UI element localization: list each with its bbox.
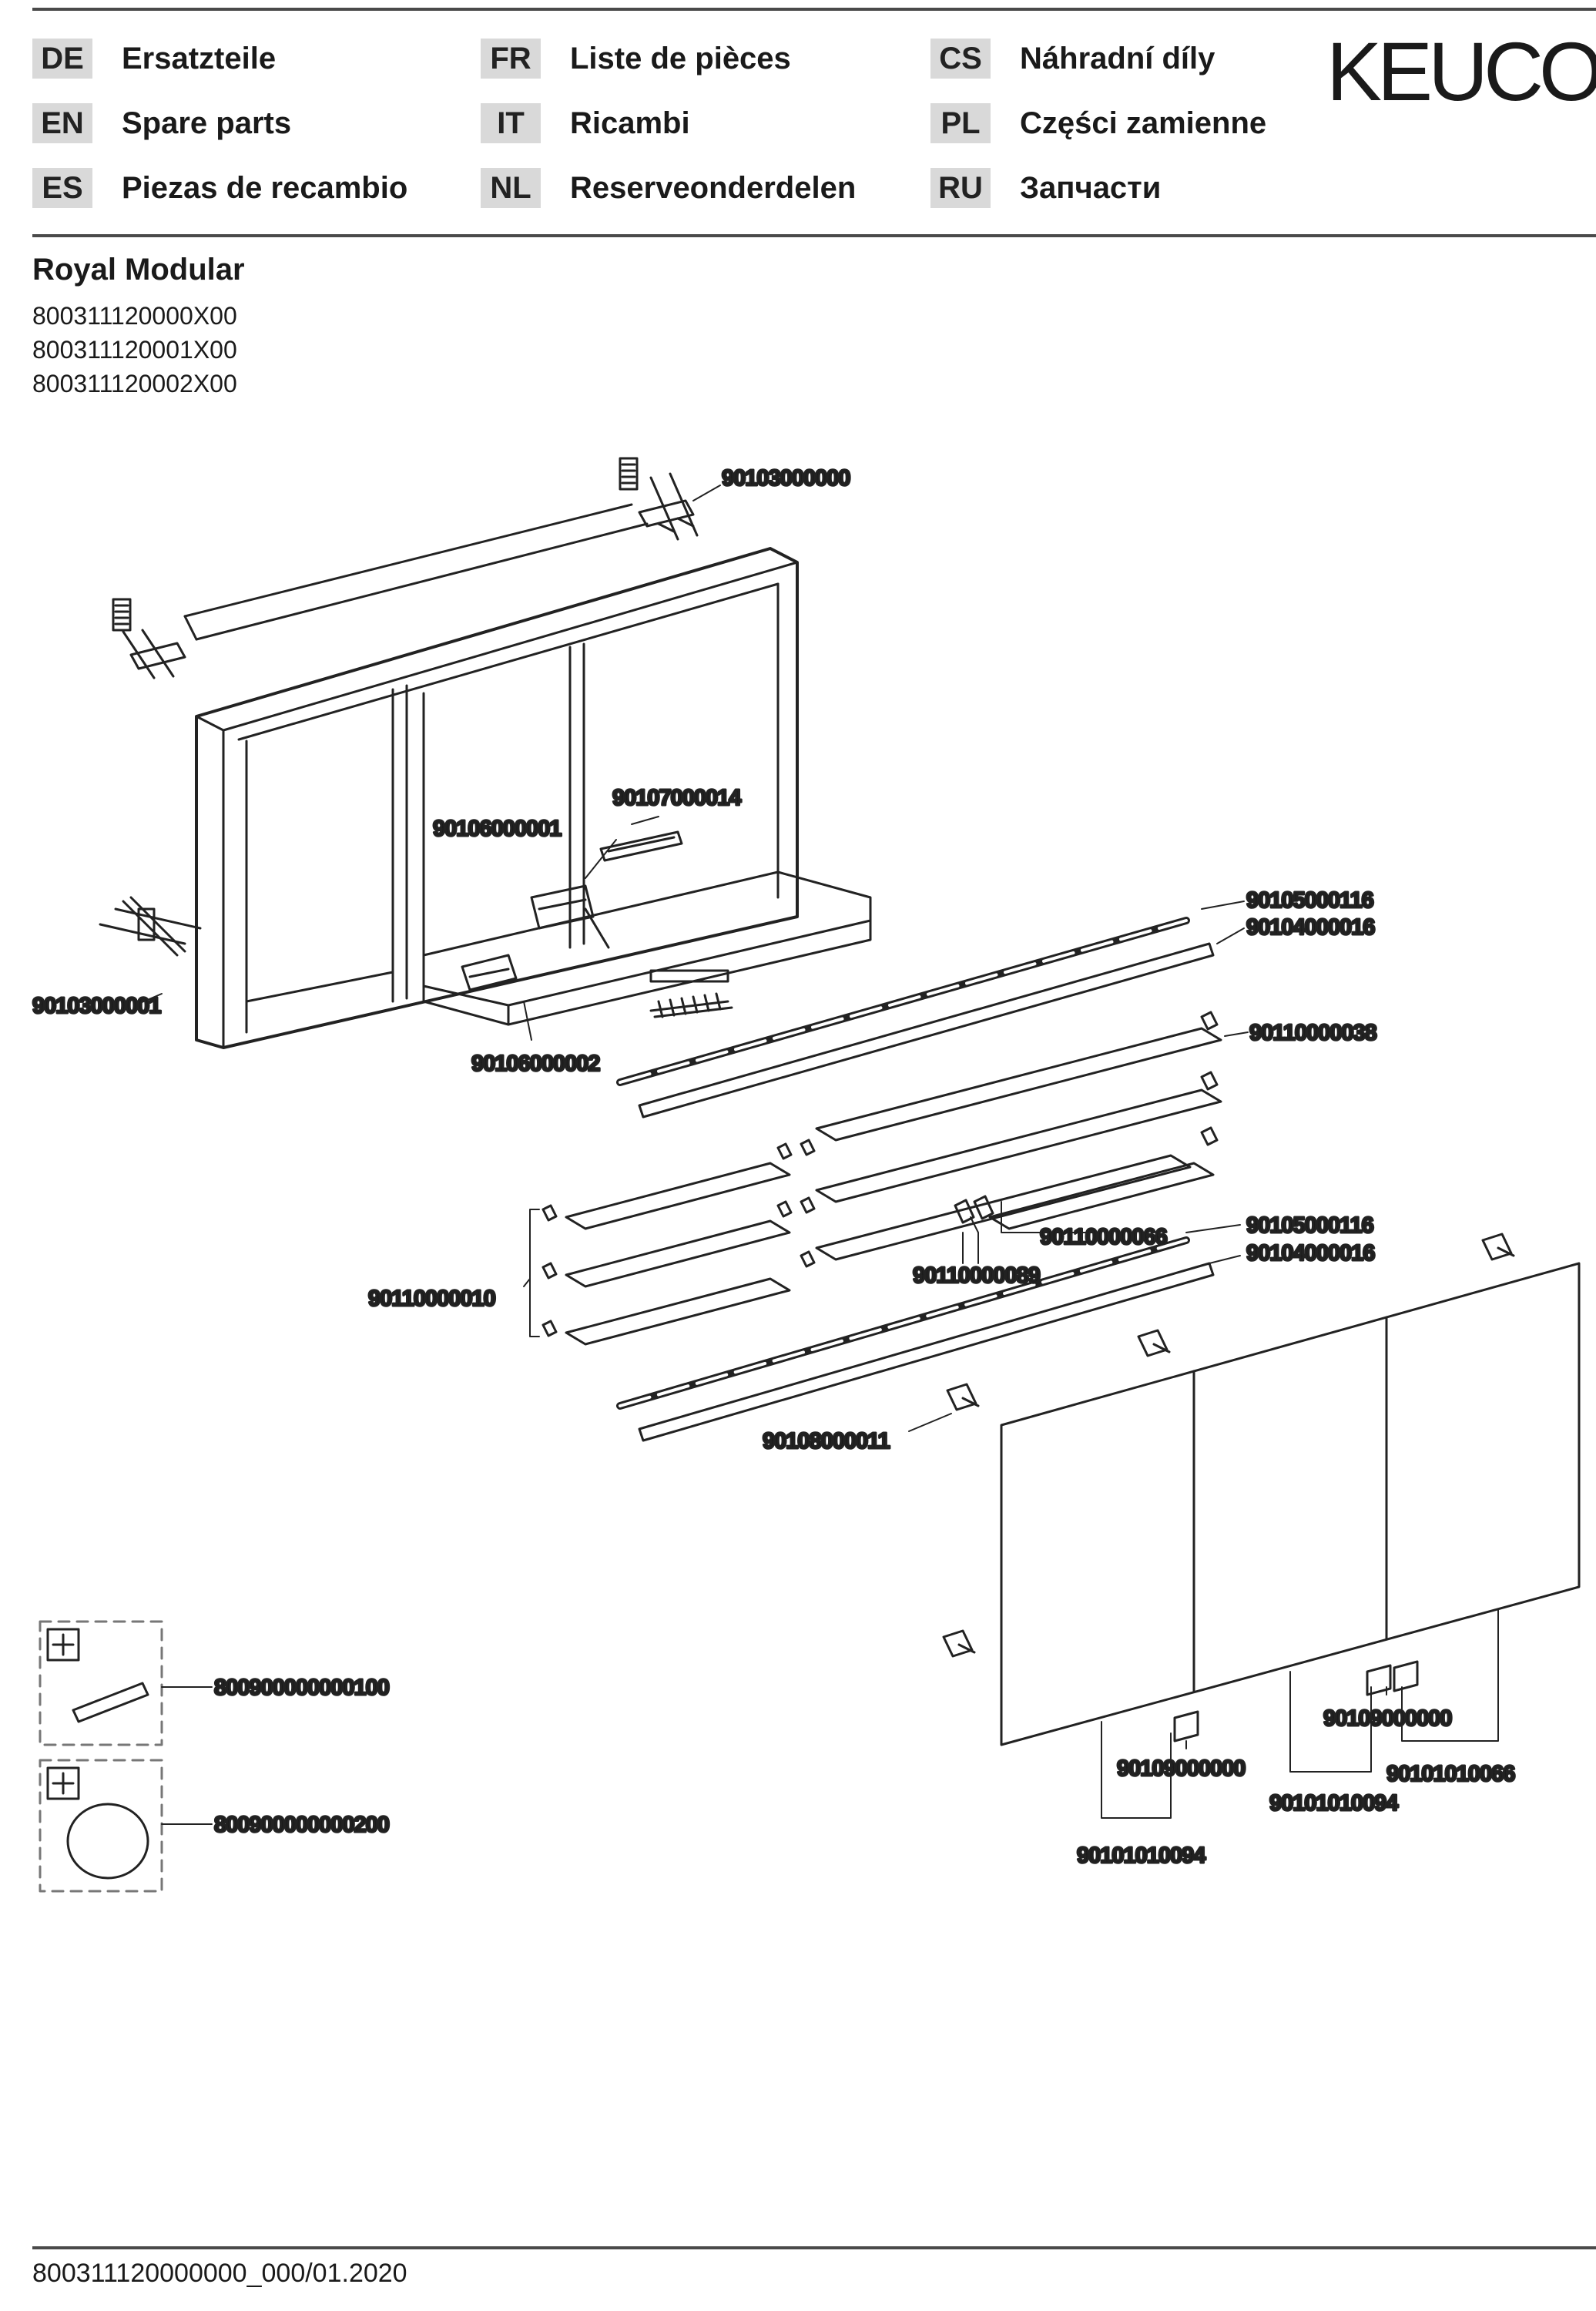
- label-profile-2-bottom: 90104000016: [1246, 1241, 1375, 1266]
- label-shelf-set: 90110000010: [368, 1286, 495, 1311]
- lang-code-pl: PL: [930, 103, 991, 143]
- shelf-glass-left-1: [565, 1162, 791, 1230]
- lang-code-nl: NL: [481, 168, 541, 208]
- wall-bracket-right: [619, 457, 699, 541]
- lang-code-ru: RU: [930, 168, 991, 208]
- label-rail-side: 90103000001: [32, 994, 161, 1018]
- shelf-glass-top: [815, 1027, 1222, 1142]
- document-id: 800311120000000_000/01.2020: [32, 2259, 407, 2288]
- profile-2: [616, 1236, 1215, 1442]
- label-door-hinge: 90108000011: [763, 1429, 890, 1454]
- product-title: Royal Modular: [32, 253, 245, 287]
- article-number-2: 800311120001X00: [32, 336, 237, 364]
- comb-piece: [649, 969, 733, 1018]
- accessory-2: 800900000000200: [39, 1759, 391, 1893]
- label-accessory-2: 800900000000200: [214, 1813, 389, 1837]
- shelf-clips: [542, 1011, 1219, 1337]
- label-door-stop-left: 90109000000: [1117, 1756, 1245, 1781]
- label-profile-2-top: 90105000116: [1246, 1213, 1374, 1238]
- plus-icon: [46, 1766, 80, 1800]
- label-profile-1-top: 90105000116: [1246, 888, 1374, 913]
- lang-code-en: EN: [32, 103, 92, 143]
- cabinet-body: [195, 547, 872, 1049]
- lang-code-it: IT: [481, 103, 541, 143]
- part-labels: 90103000000 90103000001 90106000001 9010…: [32, 465, 1517, 1870]
- profile-1: [616, 917, 1215, 1119]
- lang-code-es: ES: [32, 168, 92, 208]
- shelf-glass-right: [988, 1162, 1215, 1230]
- label-door-middle: 90101010094: [1269, 1791, 1398, 1816]
- mounting-rail-assembly: [112, 457, 699, 679]
- lang-code-fr: FR: [481, 39, 541, 79]
- label-shelf-glass: 90110000066: [1040, 1225, 1168, 1249]
- header-rule: [32, 234, 1596, 237]
- wall-bracket-left: [112, 598, 186, 679]
- brand-logo: KEUCO: [1326, 25, 1596, 118]
- article-number-3: 800311120002X00: [32, 370, 237, 397]
- shelves-group: [542, 1011, 1222, 1346]
- top-rule: [32, 8, 1596, 11]
- label-shelf-holder: 90110000089: [913, 1263, 1041, 1288]
- footer-rule: [32, 2246, 1596, 2249]
- shelf-glass-mid-right: [815, 1154, 1192, 1261]
- plus-icon: [46, 1628, 80, 1662]
- lang-label-cs: Náhradní díly: [1020, 42, 1215, 75]
- unit-90106000002: [461, 954, 518, 991]
- lang-label-nl: Reserveonderdelen: [570, 171, 857, 205]
- lang-label-de: Ersatzteile: [122, 42, 277, 75]
- lang-label-it: Ricambi: [570, 106, 690, 140]
- accessory-1-strip: [72, 1682, 149, 1723]
- lang-code-de: DE: [32, 39, 92, 79]
- door-stops: [1173, 1660, 1419, 1742]
- shelf-glass-left-3: [565, 1277, 791, 1346]
- unit-90106000001: [530, 884, 610, 949]
- label-unit-b: 90106000002: [471, 1052, 599, 1076]
- accessory-2-mirror: [66, 1803, 149, 1880]
- label-unit-a: 90106000001: [433, 817, 562, 841]
- article-number-1: 800311120000X00: [32, 302, 237, 330]
- lang-label-en: Spare parts: [122, 106, 292, 140]
- door-hinges: [942, 1233, 1515, 1658]
- label-accessory-1: 800900000000100: [214, 1675, 389, 1700]
- label-rail-top: 90103000000: [722, 466, 850, 491]
- lang-label-pl: Części zamienne: [1020, 106, 1267, 140]
- light-bar-90107000014: [599, 830, 683, 862]
- shelf-glass-upper-right: [815, 1088, 1222, 1203]
- lang-label-ru: Запчасти: [1020, 171, 1162, 205]
- shelf-glass-left-2: [565, 1219, 791, 1288]
- label-light-bar: 90107000014: [612, 786, 741, 810]
- label-door-stop-right: 90109000000: [1323, 1706, 1451, 1731]
- label-door-left: 90101010094: [1077, 1843, 1205, 1868]
- label-shelf-clip: 90110000038: [1249, 1021, 1377, 1045]
- lang-label-fr: Liste de pièces: [570, 42, 791, 75]
- label-profile-1-bottom: 90104000016: [1246, 915, 1375, 940]
- lang-label-es: Piezas de recambio: [122, 171, 408, 205]
- accessory-1: 800900000000100: [39, 1620, 391, 1746]
- leader-lines: [134, 485, 1499, 1819]
- label-door-right: 90101010066: [1386, 1762, 1515, 1786]
- doors: [942, 1233, 1581, 1746]
- side-fixing-90103000001: [99, 896, 202, 957]
- lang-code-cs: CS: [930, 39, 991, 79]
